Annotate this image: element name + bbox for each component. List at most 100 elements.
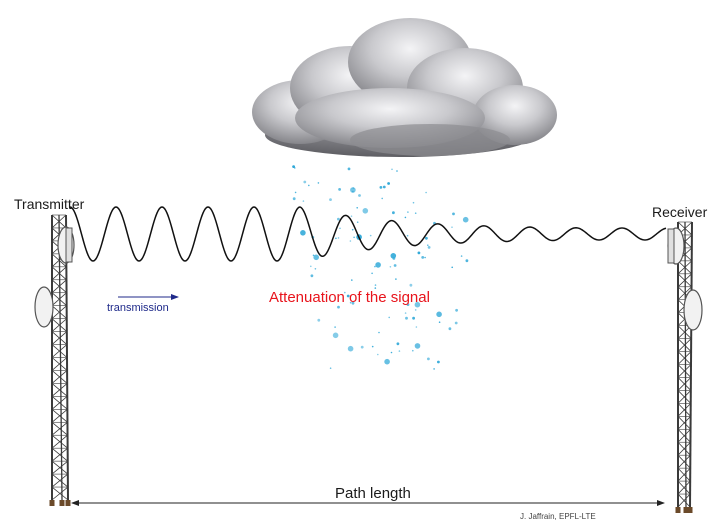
tower-brace xyxy=(677,454,691,469)
tower-foot xyxy=(49,500,55,506)
tower-foot xyxy=(687,507,693,513)
rain-drop xyxy=(374,287,377,289)
tower-brace xyxy=(51,434,68,449)
tower-brace xyxy=(51,421,68,436)
rain-drop xyxy=(317,182,320,184)
rain-drop xyxy=(392,211,395,215)
rain-drop xyxy=(360,345,364,349)
rain-drop xyxy=(347,345,354,352)
tower-brace xyxy=(51,396,68,410)
rain-drop xyxy=(352,187,355,189)
rain-drop xyxy=(389,266,392,268)
tower-brace xyxy=(51,473,69,488)
rain-drop xyxy=(332,332,339,339)
tower-foot xyxy=(59,500,65,506)
rain-drop xyxy=(436,311,442,318)
rain-drop xyxy=(387,182,390,185)
tower-brace xyxy=(51,409,68,423)
rain-drop xyxy=(396,170,398,172)
rain-drop xyxy=(455,308,458,312)
rain-drop xyxy=(396,342,400,346)
rain-drop xyxy=(417,251,421,255)
rain-drop xyxy=(412,316,415,320)
rain-drop xyxy=(369,234,372,237)
tower-brace xyxy=(51,370,68,384)
tower-brace xyxy=(51,383,68,397)
rain-drop xyxy=(437,360,440,364)
tower-brace xyxy=(51,305,67,319)
rain-drop xyxy=(412,349,414,352)
tower-brace xyxy=(51,344,68,358)
rain-drop xyxy=(313,254,320,261)
rain-drop xyxy=(358,194,361,197)
tower-brace xyxy=(51,266,67,281)
rain-drop xyxy=(294,167,296,169)
tower-brace xyxy=(677,364,692,378)
tower-brace xyxy=(677,338,692,352)
tower-brace xyxy=(677,493,691,508)
rain-drop xyxy=(448,327,452,331)
storm-cloud-icon xyxy=(252,18,557,157)
rain-drop xyxy=(303,180,307,184)
rain-drop xyxy=(425,236,428,240)
rain-drop xyxy=(351,279,353,281)
tower-brace xyxy=(677,428,691,443)
signal-wave xyxy=(69,206,667,262)
rain-drop xyxy=(409,283,413,287)
rain-drop xyxy=(438,321,441,324)
rain-drop xyxy=(351,301,355,305)
tower-brace xyxy=(51,331,68,345)
tower-brace xyxy=(677,286,692,301)
rain-drop xyxy=(351,228,354,231)
rain-drop xyxy=(406,234,409,237)
rain-drop xyxy=(427,246,431,249)
rain-drop xyxy=(353,236,355,239)
rain-drop xyxy=(451,226,453,228)
rain-drop xyxy=(404,216,407,219)
rain-drop xyxy=(451,266,454,269)
rain-drop xyxy=(465,259,469,263)
rain-drop xyxy=(317,318,321,322)
transmitter-label: Transmitter xyxy=(14,196,85,212)
rain-drop xyxy=(427,244,429,246)
rain-drop xyxy=(379,186,383,189)
rain-drop xyxy=(374,265,376,268)
attenuation-label: Attenuation of the signal xyxy=(269,289,430,306)
rain-drop xyxy=(384,358,390,365)
tower-brace xyxy=(677,480,691,495)
rain-drop xyxy=(452,212,455,216)
rain-drop xyxy=(406,303,410,306)
rain-drop xyxy=(405,316,408,320)
tower-brace xyxy=(677,273,692,288)
rain-drop xyxy=(395,278,397,280)
rain-drop xyxy=(338,188,341,191)
rain-drop xyxy=(337,237,340,239)
rain-drop xyxy=(356,207,359,209)
tower-brace xyxy=(677,260,693,275)
rain-drop xyxy=(356,221,359,223)
rain-drops-icon xyxy=(292,165,469,370)
tower-foot xyxy=(65,500,71,506)
rain-drop xyxy=(371,345,374,348)
tower-brace xyxy=(51,486,69,501)
rain-drop xyxy=(312,254,315,257)
rain-drop xyxy=(381,197,384,200)
tower-brace xyxy=(677,390,692,404)
rain-drop xyxy=(350,215,353,217)
rain-drop xyxy=(414,301,421,308)
rain-drop xyxy=(412,201,415,204)
rain-drop xyxy=(294,191,297,194)
rain-drop xyxy=(346,294,350,298)
tower-brace xyxy=(677,441,691,456)
receiver-antenna-dish xyxy=(667,227,703,331)
tower-brace xyxy=(677,467,691,482)
rain-drop xyxy=(337,217,340,221)
transmission-label: transmission xyxy=(107,302,169,314)
rain-drop xyxy=(390,351,393,354)
rain-drop xyxy=(377,353,379,356)
rain-drop xyxy=(310,274,314,278)
receiver-label: Receiver xyxy=(652,204,708,220)
rain-drop xyxy=(349,240,352,242)
rain-drop xyxy=(314,268,317,270)
